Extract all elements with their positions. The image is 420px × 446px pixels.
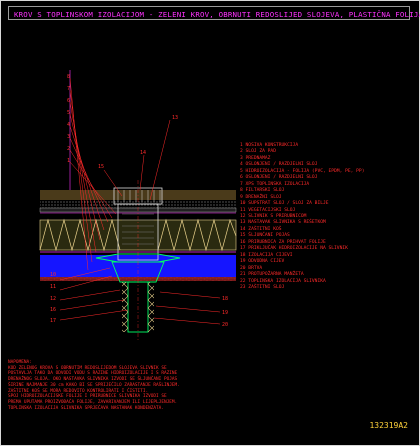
legend-item: 17 PRIKLJUČAK HIDROIZOLACIJE NA SLIVNIK (240, 246, 348, 252)
legend-item: 20 BRTVA (240, 265, 263, 271)
note-line: TOPLINSKA IZOLACIJA SLIVNIKA SPRJEČAVA N… (8, 405, 164, 411)
callout-15: 15 (98, 164, 104, 170)
legend-list: 1 NOSIVA KONSTRUKCIJA 2 SLOJ ZA PAD 3 PR… (240, 143, 364, 291)
left-callout-numbers: 8 7 6 5 4 3 2 1 (67, 74, 70, 164)
callout-13: 13 (172, 115, 178, 121)
drain-body (111, 261, 165, 283)
legend-item: 15 ŠLJUNČANI POJAS (240, 233, 290, 239)
callout-2: 2 (67, 146, 70, 152)
legend-item: 8 FILTARSKI SLOJ (240, 188, 285, 194)
legend-item: 10 SUPSTRAT SLOJ / SLOJ ZA BILJE (240, 201, 329, 207)
callout-14: 14 (140, 150, 146, 156)
note-line: POSTAVLJA TAKO DA ODVODI VODU S RAZINE H… (8, 371, 178, 377)
drawing-code: 132319A2 (369, 421, 408, 430)
concrete-slab (40, 255, 236, 277)
callout-17: 17 (50, 318, 56, 324)
callout-numbers: 15 14 13 10 11 12 16 17 18 19 20 (50, 115, 228, 328)
legend-item: 23 ZAŠTITNI SLOJ (240, 284, 285, 290)
legend-item: 22 TOPLINSKA IZOLACIJA SLIVNIKA (240, 278, 326, 284)
legend-item: 11 VEGETACIJSKI SLOJ (240, 207, 296, 213)
note-line: ZAŠTITNI KOŠ SE MORA REDOVITO KONTROLIRA… (8, 388, 149, 394)
callout-8: 8 (67, 74, 70, 80)
callout-5: 5 (67, 110, 70, 116)
legend-item: 21 PROTUPOŽARNA MANŽETA (240, 272, 304, 278)
legend-item: 12 SLIVNIK S PRIRUBNICOM (240, 213, 307, 219)
notes-block: NAPOMENA: KOD ZELENOG KROVA S OBRNUTIM R… (8, 360, 180, 411)
legend-item: 1 NOSIVA KONSTRUKCIJA (240, 143, 299, 148)
note-line: PREMA UPUTAMA PROIZVOĐAČA FOLIJE, ZAVARI… (8, 399, 178, 405)
legend-item: 4 OSLONJENI / RAZDJELNI SLOJ (240, 162, 318, 168)
legend-item: 2 SLOJ ZA PAD (240, 149, 276, 155)
notes-heading: NAPOMENA: (8, 360, 32, 365)
leader-lines (59, 77, 221, 325)
legend-item: 5 HIDROIZOLACIJA - FOLIJA (PVC, EPDM, PE… (240, 168, 365, 174)
pipe-insulation-right (148, 282, 154, 332)
legend-item: 9 DRENAŽNI SLOJ (240, 194, 282, 200)
legend-item: 3 PREDNAMAZ (240, 155, 271, 161)
legend-item: 19 ODVODNA CIJEV (240, 259, 285, 265)
callout-18: 18 (222, 296, 228, 302)
callout-11: 11 (50, 284, 56, 290)
note-line: ŠIRINE NAJMANJE 30 cm KAKO BI SE SPRIJEČ… (8, 382, 180, 388)
callout-6: 6 (67, 98, 70, 104)
legend-item: 18 IZOLACIJA CIJEVI (240, 252, 293, 258)
note-line: SPOJ HIDROIZOLACIJSKE FOLIJE I PRIRUBNIC… (8, 394, 167, 400)
callout-20: 20 (222, 322, 228, 328)
insulation-zigzag (39, 218, 237, 252)
title-box (8, 6, 410, 20)
callout-12: 12 (50, 296, 56, 302)
callout-10: 10 (50, 272, 56, 278)
callout-1: 1 (67, 158, 70, 164)
legend-item: 6 OSLONJENI / RAZDJELNI SLOJ (240, 175, 318, 181)
legend-item: 14 ZAŠTITNI KOŠ (240, 226, 282, 232)
callout-19: 19 (222, 310, 228, 316)
drain-grate (117, 190, 161, 202)
note-line: KOD ZELENOG KROVA S OBRNUTIM REDOSLIJEDO… (8, 365, 167, 371)
callout-3: 3 (67, 134, 70, 140)
callout-7: 7 (67, 86, 70, 92)
note-line: DRENAŽNOG SLOJA. OKO NASTAVKA SLIVNIKA I… (8, 377, 178, 383)
callout-16: 16 (50, 307, 56, 313)
drawing-title: KROV S TOPLINSKOM IZOLACIJOM - ZELENI KR… (14, 10, 420, 19)
legend-item: 7 XPS TOPLINSKA IZOLACIJA (240, 181, 310, 187)
callout-4: 4 (67, 122, 70, 128)
legend-item: 16 PRIRUBNICA ZA PRIHVAT FOLIJE (240, 239, 326, 245)
legend-item: 13 NASTAVAK SLIVNIKA S REŠETKOM (240, 220, 326, 226)
pipe-insulation (122, 282, 128, 332)
